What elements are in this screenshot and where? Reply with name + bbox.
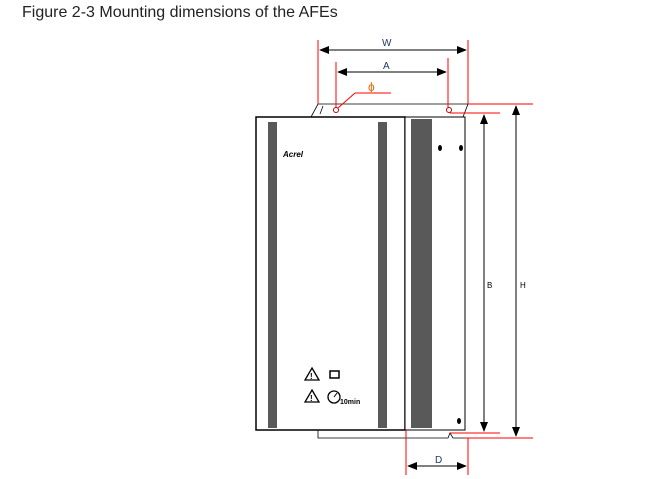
timer-icon [327,390,341,404]
svg-text:!: ! [310,372,313,381]
label-b: B [487,281,492,290]
dimension-lines [317,40,533,475]
side-stripe [411,119,432,428]
label-a: A [383,61,390,72]
mounting-hole [446,107,452,113]
label-h: H [520,281,526,290]
warning-icon: ! [303,366,321,381]
label-w: W [382,38,392,49]
mounting-hole [459,145,463,151]
bottom-bracket [317,430,468,439]
label-phi: ϕ [368,80,375,94]
mounting-hole [438,145,442,151]
device-side [404,116,466,431]
label-d: D [435,455,442,466]
front-stripe-right [378,122,387,428]
figure-caption: Figure 2-3 Mounting dimensions of the AF… [22,4,338,21]
mounting-hole [333,107,339,113]
discharge-time: 10min [340,399,360,406]
front-stripe-left [268,122,277,428]
device-logo: Acrel [282,150,304,159]
device-front: Acrel ! ! 10min [255,116,406,431]
svg-text:!: ! [310,394,313,403]
top-bracket [310,103,469,118]
warning-icon: ! [303,388,321,403]
mounting-hole [457,418,461,424]
manual-icon [329,370,340,379]
